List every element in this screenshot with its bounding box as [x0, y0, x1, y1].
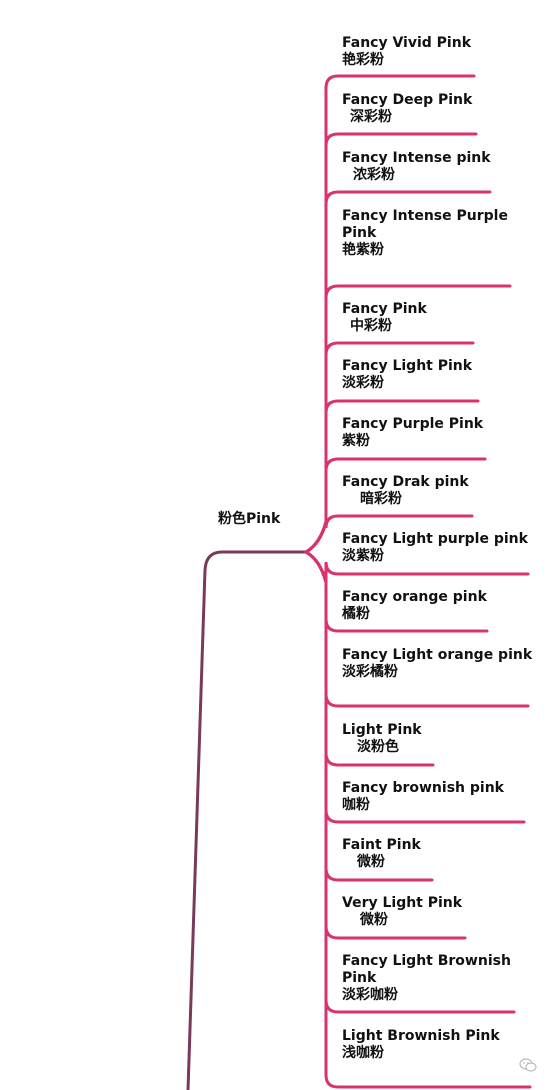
leaf-name-en: Fancy Vivid Pink [342, 35, 472, 51]
leaf-name-en: Fancy Light Brownish Pink [342, 953, 511, 986]
leaf-name-en: Fancy Pink [342, 301, 427, 317]
root-node-label: 粉色Pink [218, 511, 281, 527]
leaf-name-zh: 淡彩粉 [342, 375, 384, 391]
leaf-name-zh: 浓彩粉 [353, 167, 395, 183]
leaf-name-zh: 紫粉 [342, 433, 370, 449]
leaf-name-zh: 浅咖粉 [342, 1045, 384, 1061]
leaf-name-en: Fancy Deep Pink [342, 92, 473, 108]
wechat-watermark-icon [519, 1058, 537, 1072]
branch-lines [304, 74, 532, 1089]
leaf-name-zh: 暗彩粉 [360, 491, 402, 507]
branch-line [304, 514, 474, 554]
leaf-name-zh: 中彩粉 [350, 318, 392, 334]
trunk-line [186, 550, 308, 1090]
leaf-name-en: Faint Pink [342, 837, 421, 853]
leaf-name-en: Fancy Intense pink [342, 150, 491, 166]
leaf-name-en: Fancy brownish pink [342, 780, 504, 796]
leaf-name-zh: 淡彩橘粉 [342, 664, 398, 680]
leaf-name-zh: 淡粉色 [357, 739, 399, 755]
leaf-name-en: Fancy Light orange pink [342, 647, 533, 663]
branch-line [304, 550, 532, 1089]
leaf-name-en: Fancy Intense Purple Pink [342, 208, 508, 241]
leaf-name-zh: 艳彩粉 [342, 52, 384, 68]
leaf-name-en: Fancy orange pink [342, 589, 487, 605]
leaf-name-zh: 深彩粉 [350, 109, 392, 125]
leaf-name-en: Fancy Drak pink [342, 474, 469, 490]
leaf-name-zh: 微粉 [360, 912, 388, 928]
leaf-name-zh: 微粉 [357, 854, 385, 870]
leaf-name-en: Light Brownish Pink [342, 1028, 500, 1044]
leaf-name-zh: 橘粉 [342, 606, 370, 622]
leaf-name-en: Very Light Pink [342, 895, 463, 911]
leaf-name-en: Light Pink [342, 722, 422, 738]
leaf-name-en: Fancy Light purple pink [342, 531, 528, 547]
leaf-name-en: Fancy Purple Pink [342, 416, 484, 432]
leaf-name-zh: 淡彩咖粉 [342, 987, 398, 1003]
leaf-name-zh: 咖粉 [342, 797, 370, 813]
leaf-name-zh: 艳紫粉 [342, 242, 384, 258]
leaf-name-zh: 淡紫粉 [342, 548, 384, 564]
leaf-name-en: Fancy Light Pink [342, 358, 473, 374]
